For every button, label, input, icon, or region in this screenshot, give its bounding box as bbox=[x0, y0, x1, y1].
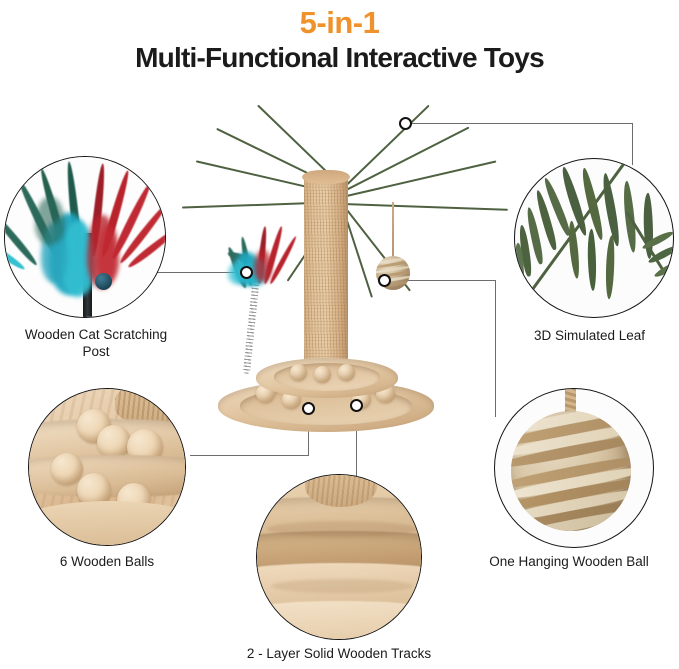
post-cap bbox=[302, 170, 350, 184]
callout-image-wooden-balls bbox=[28, 388, 186, 546]
callout-caption-scratching-post: Wooden Cat Scratching Post bbox=[24, 327, 168, 359]
hanging-ball-cord bbox=[392, 202, 394, 260]
callout-dot-wooden-balls[interactable] bbox=[302, 402, 315, 415]
callout-dot-simulated-leaf[interactable] bbox=[399, 117, 412, 130]
feather-wand-icon bbox=[208, 196, 308, 290]
wooden-ball bbox=[290, 364, 307, 381]
wooden-ball bbox=[314, 366, 331, 383]
sisal-scratching-post bbox=[304, 174, 348, 370]
callout-caption-simulated-leaf: 3D Simulated Leaf bbox=[533, 328, 646, 343]
connector-line-balls-v bbox=[308, 408, 309, 456]
callout-caption-hanging-ball: One Hanging Wooden Ball bbox=[489, 554, 649, 569]
connector-line-hanging-ball-h bbox=[384, 280, 496, 281]
callout-image-scratching-post bbox=[4, 156, 166, 318]
track-groove bbox=[271, 579, 413, 593]
callout-image-simulated-leaf bbox=[514, 158, 674, 318]
callout-caption-wooden-balls: 6 Wooden Balls bbox=[59, 554, 155, 569]
palm-pinnae-secondary bbox=[515, 159, 673, 317]
page-title: 5-in-1 Multi-Functional Interactive Toys bbox=[0, 6, 679, 76]
title-subtitle: Multi-Functional Interactive Toys bbox=[135, 42, 544, 73]
sisal-rope-ball bbox=[511, 411, 631, 531]
title-badge: 5-in-1 bbox=[299, 5, 380, 40]
product-image bbox=[170, 78, 510, 432]
track-band bbox=[257, 601, 421, 639]
callout-dot-hanging-ball[interactable] bbox=[378, 274, 391, 287]
track-base-arc bbox=[29, 501, 185, 545]
wand-bead bbox=[95, 273, 112, 290]
post-base-stub bbox=[305, 475, 377, 507]
connector-line-leaf-vert bbox=[632, 123, 633, 165]
callout-dot-scratching-post[interactable] bbox=[240, 266, 253, 279]
connector-line-balls-h bbox=[190, 455, 309, 456]
track-groove bbox=[267, 521, 417, 537]
wooden-track-base bbox=[218, 354, 434, 432]
wooden-ball bbox=[97, 425, 131, 459]
connector-line-hanging-ball-v bbox=[495, 280, 496, 417]
connector-line-leaf bbox=[405, 123, 633, 124]
wooden-ball bbox=[338, 364, 355, 381]
callout-dot-wooden-tracks[interactable] bbox=[350, 399, 363, 412]
callout-caption-wooden-tracks: 2 - Layer Solid Wooden Tracks bbox=[246, 646, 432, 661]
rope-cord bbox=[565, 389, 576, 419]
callout-image-wooden-tracks bbox=[256, 474, 422, 640]
connector-line-tracks bbox=[356, 405, 357, 477]
wooden-ball bbox=[51, 453, 83, 485]
callout-image-hanging-ball bbox=[494, 388, 654, 548]
